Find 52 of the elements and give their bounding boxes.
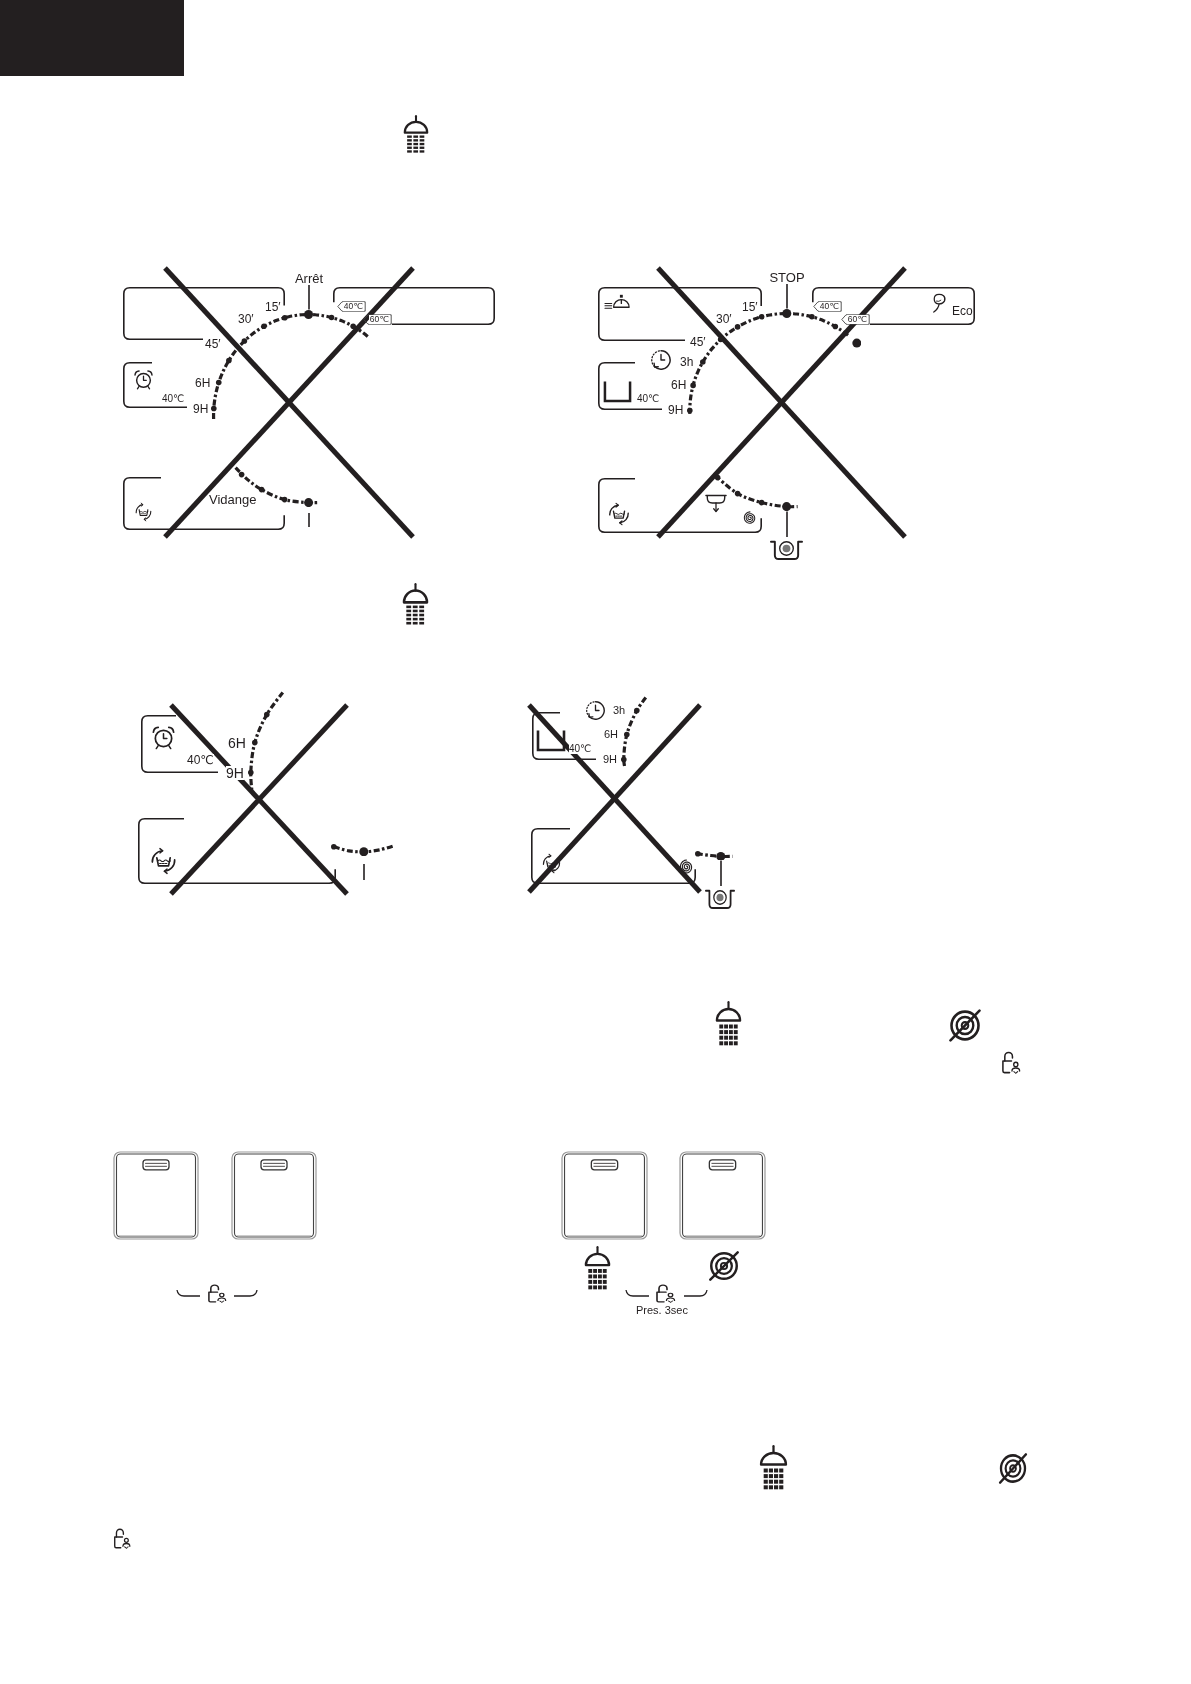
dotted-arc [331,844,396,857]
dial-label: 9H [603,754,618,765]
tag-text: 40℃ [342,302,364,311]
dotted-arc [248,691,285,792]
panel-text: 40℃ [162,394,185,404]
dial-label: 15′ [742,301,758,313]
display-panel [531,828,696,884]
dial-label: 9H [193,403,209,415]
panel-text: Eco [952,305,973,317]
display-panel [532,712,596,760]
temperature-tag [337,301,366,312]
tag-text: 60℃ [368,315,390,324]
dotted-arc [695,850,735,861]
dial-label: 30′ [716,313,732,325]
temperature-tag [841,314,870,325]
tick-line [720,859,722,887]
hint-text: Pres. 3sec [636,1305,688,1316]
panel-text: 40℃ [569,744,592,754]
display-panel [123,362,187,408]
dial-label: 9H [226,766,244,780]
dial-label: 6H [671,379,687,391]
dial-label: 15′ [265,301,281,313]
dial-label: 45′ [205,338,221,350]
display-panel [123,287,285,340]
dial-label: 6H [195,377,211,389]
dotted-arc [714,474,800,512]
display-panel [123,477,285,530]
display-panel [141,715,218,773]
display-panel [138,818,336,884]
display-panel [333,287,495,325]
tick-line [786,510,788,538]
dial-label: 30′ [238,313,254,325]
tick-line [308,284,310,311]
temperature-tag [363,314,392,325]
display-panel [598,478,762,533]
dial-label: 9H [668,404,684,416]
tag-text: 40℃ [818,302,840,311]
panel-text: 40℃ [187,754,214,766]
dial-label: 6H [604,729,619,740]
dial-label: 6H [228,736,246,750]
display-panel [812,287,975,325]
temperature-tag [813,301,842,312]
display-panel [598,362,662,410]
dial-label: 3h [613,705,626,716]
dial-label: 3h [680,356,694,368]
tick-line [786,283,788,310]
dial-label: Arrêt [294,272,324,285]
dial-label: STOP [769,271,805,284]
tag-text: 60℃ [846,315,868,324]
dial-label: 45′ [690,336,706,348]
panel-text: Vidange [209,493,257,506]
panel-text: 40℃ [637,394,660,404]
